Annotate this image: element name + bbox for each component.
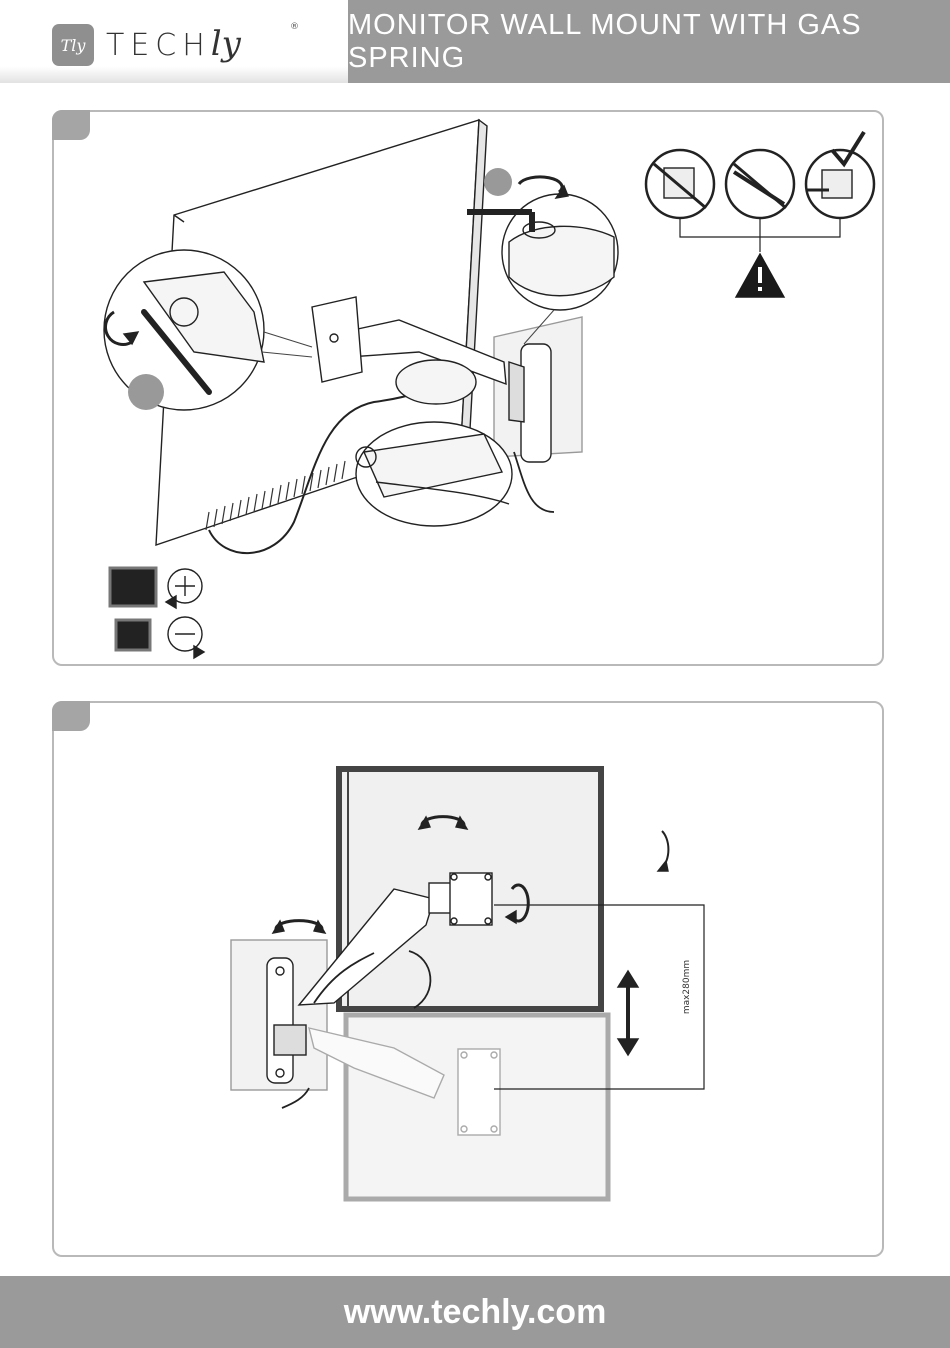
height-dimension-label: max280mm bbox=[682, 957, 692, 1017]
logo-main: TECH bbox=[106, 28, 211, 63]
logo-ly: ly bbox=[211, 24, 241, 64]
footer-url[interactable]: www.techly.com bbox=[0, 1276, 950, 1348]
step-panel-2 bbox=[52, 701, 884, 1257]
step-2-illustration bbox=[54, 703, 884, 1257]
step-panel-1 bbox=[52, 110, 884, 666]
logo-registered: ® bbox=[290, 22, 299, 32]
header: Tly TECHly ® MONITOR WALL MOUNT WITH GAS… bbox=[0, 0, 950, 83]
page-title: MONITOR WALL MOUNT WITH GAS SPRING bbox=[348, 0, 950, 83]
step-1-illustration bbox=[54, 112, 884, 666]
logo-icon: Tly bbox=[52, 24, 94, 66]
logo-text: TECHly bbox=[106, 24, 241, 64]
logo-area: Tly TECHly ® bbox=[0, 0, 348, 83]
